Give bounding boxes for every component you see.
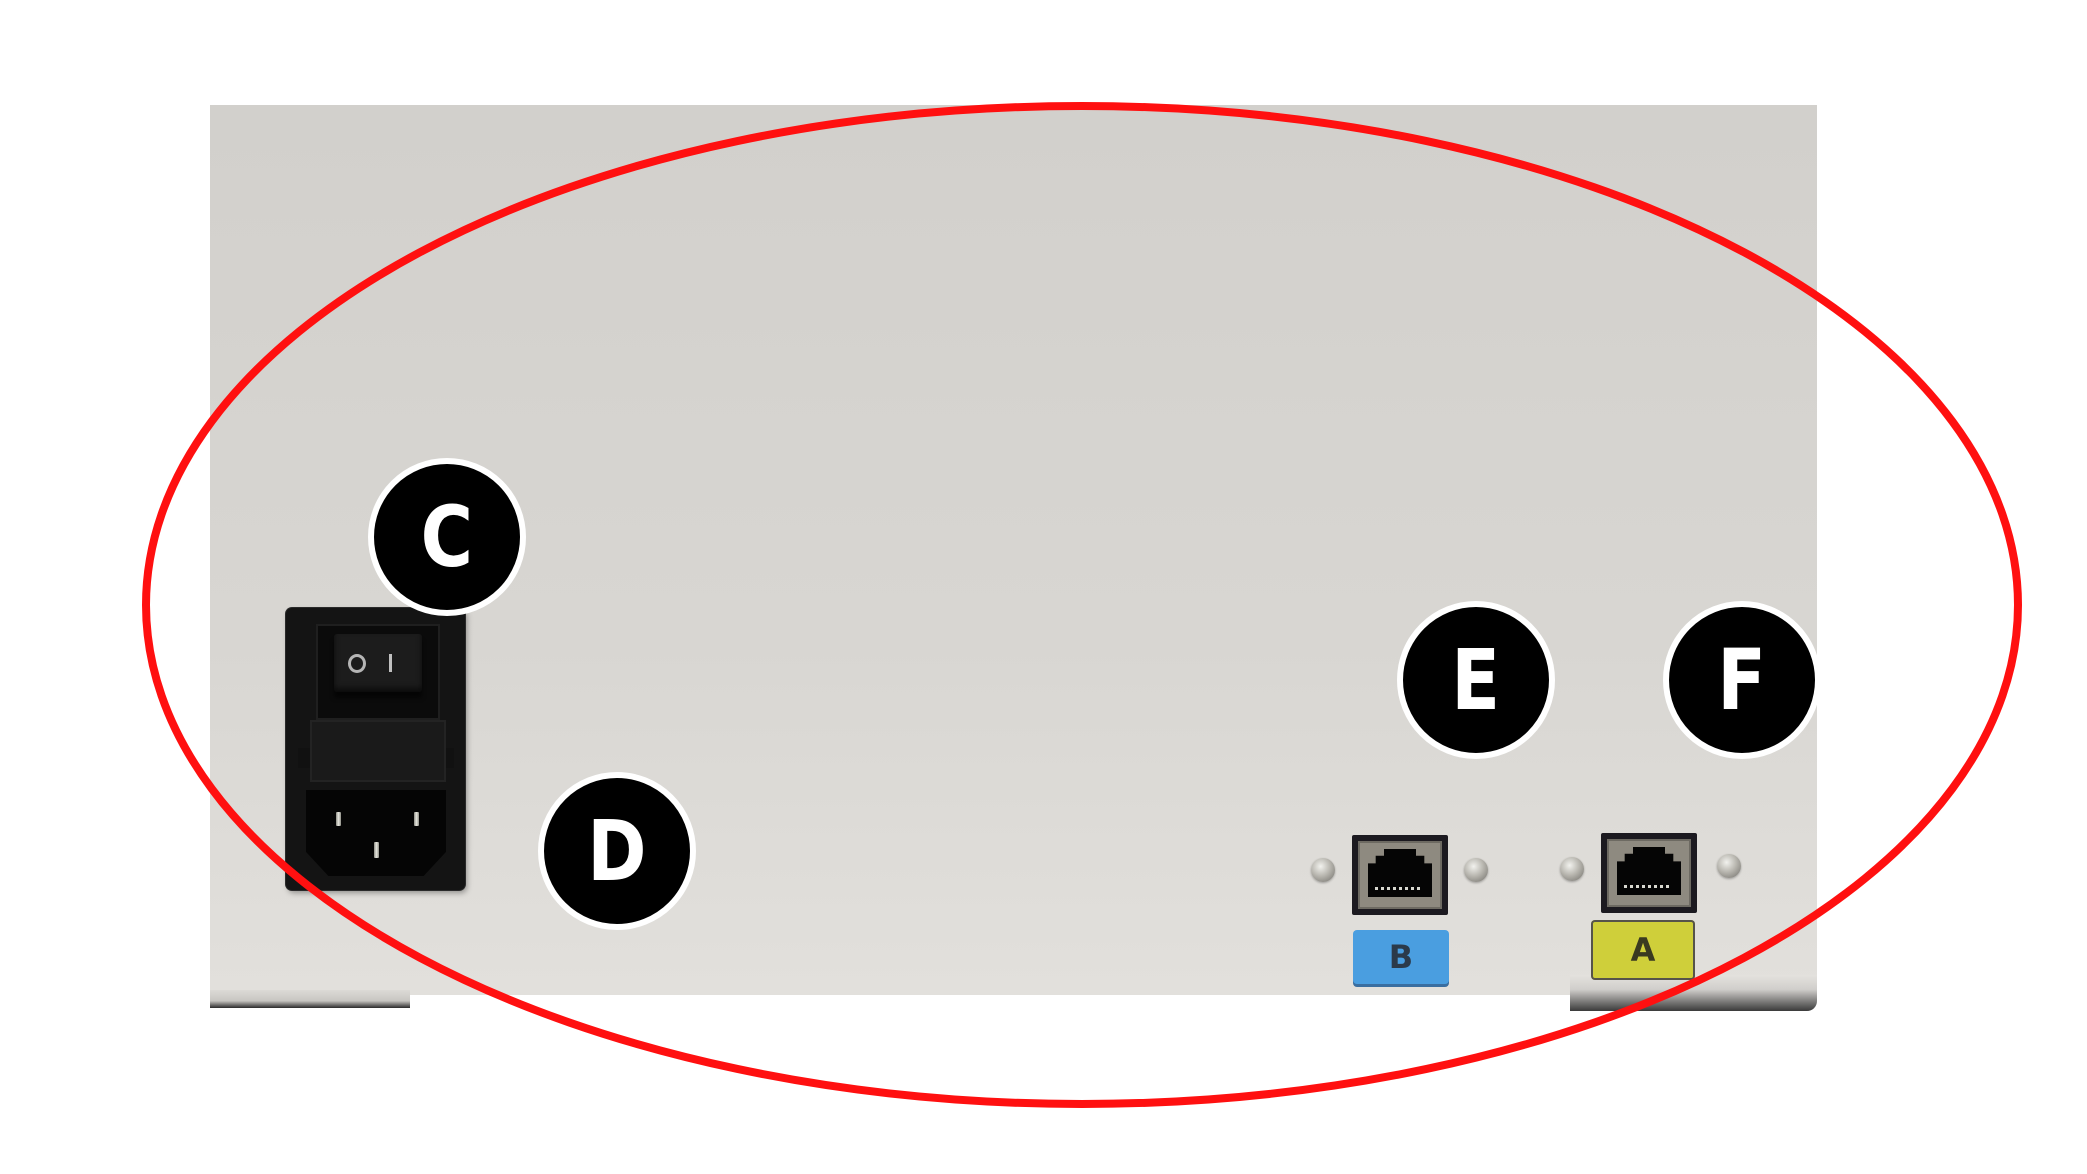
rj45-bezel (1358, 841, 1442, 909)
rj45-contacts-icon (1375, 887, 1421, 890)
port-label-b-text: B (1388, 938, 1414, 976)
callout-letter: C (420, 488, 474, 586)
callout-letter: E (1451, 631, 1501, 729)
inlet-pin-ground-icon (374, 842, 379, 858)
port-label-a-text: A (1630, 931, 1656, 969)
rj45-contacts-icon (1624, 885, 1670, 888)
power-switch-housing (316, 624, 440, 720)
callout-letter: D (587, 802, 647, 900)
panel-foot-right (1570, 975, 1817, 1011)
switch-on-symbol-icon (389, 654, 392, 672)
panel-foot-left (210, 990, 410, 1008)
port-label-b: B (1353, 930, 1449, 984)
screw-icon (1560, 857, 1584, 881)
screw-icon (1717, 854, 1741, 878)
inlet-pin-neutral-icon (414, 812, 419, 826)
callout-badge-d: D (538, 772, 696, 930)
callout-badge-f: F (1663, 601, 1821, 759)
callout-badge-e: E (1397, 601, 1555, 759)
iec-power-inlet[interactable] (306, 790, 446, 876)
switch-off-symbol-icon (348, 654, 366, 673)
power-entry-module (286, 608, 465, 890)
fuse-drawer[interactable] (310, 720, 446, 782)
rj45-bezel (1607, 839, 1691, 907)
callout-letter: F (1717, 631, 1767, 729)
callout-badge-c: C (368, 458, 526, 616)
screw-icon (1464, 858, 1488, 882)
port-label-a: A (1591, 920, 1695, 980)
screw-icon (1311, 858, 1335, 882)
ethernet-port-a[interactable] (1601, 833, 1697, 913)
power-rocker-switch[interactable] (334, 634, 422, 692)
inlet-pin-line-icon (336, 812, 341, 826)
ethernet-port-b[interactable] (1352, 835, 1448, 915)
